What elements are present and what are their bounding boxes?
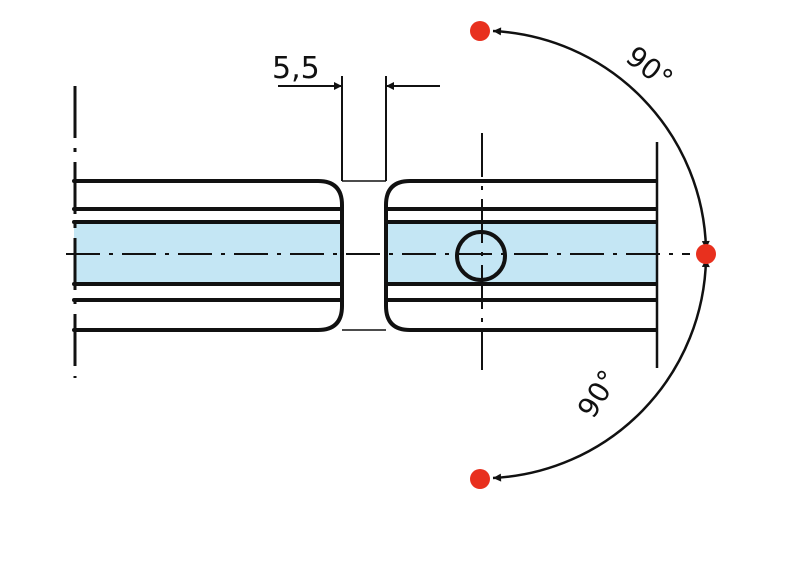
upper-rotation-arc <box>492 27 710 250</box>
gap-dimension-label: 5,5 <box>272 51 320 86</box>
left-profile <box>72 179 344 332</box>
gap-dimension <box>278 76 440 181</box>
upper-angle-label: 90° <box>620 40 679 97</box>
pivot-point-bottom <box>470 469 490 489</box>
pivot-point-top <box>470 21 490 41</box>
gap-connectors <box>342 180 386 331</box>
hole-circle <box>455 230 507 282</box>
right-profile-outline <box>384 179 658 332</box>
lower-angle-label: 90° <box>571 364 625 424</box>
left-profile-outline <box>72 179 344 332</box>
lower-rotation-arc <box>492 258 710 482</box>
pivot-point-right <box>696 244 716 264</box>
rotation-arcs <box>492 27 710 482</box>
